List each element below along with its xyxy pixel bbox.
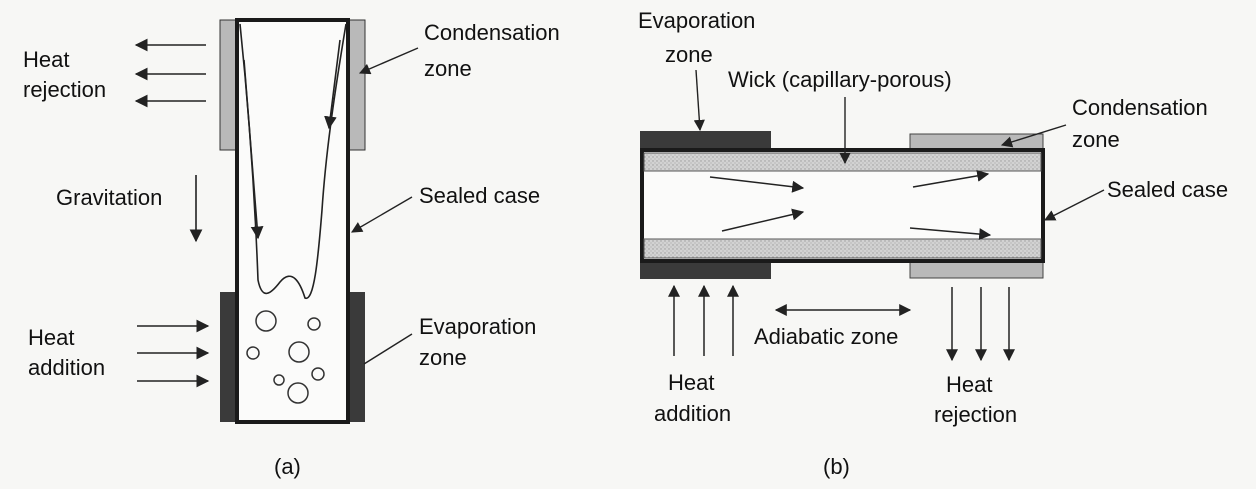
condensation-leader-a xyxy=(358,47,419,75)
vapor-bubbles xyxy=(246,310,325,404)
heat-addition-label-b-2: addition xyxy=(654,401,731,426)
caption-b: (b) xyxy=(823,454,850,479)
condensation-leader-b xyxy=(1000,124,1067,148)
evaporation-zone-label-a-2: zone xyxy=(419,345,467,370)
evaporation-block-left xyxy=(220,292,237,422)
sealed-case-leader-a xyxy=(351,196,413,233)
evaporation-block-bottom xyxy=(640,260,771,279)
evaporation-leader-a xyxy=(363,333,413,365)
caption-a: (a) xyxy=(274,454,301,479)
heat-rejection-label-b-1: Heat xyxy=(946,372,992,397)
condensate-arrow-right xyxy=(324,39,341,130)
heat-addition-label-a-2: addition xyxy=(28,355,105,380)
sealed-case-label-a: Sealed case xyxy=(419,183,540,208)
heat-rejection-label-a-2: rejection xyxy=(23,77,106,102)
condensation-zone-label-a-2: zone xyxy=(424,56,472,81)
evaporation-leader-b xyxy=(693,69,705,132)
heat-addition-label-a-1: Heat xyxy=(28,325,74,350)
adiabatic-zone-label: Adiabatic zone xyxy=(754,324,898,349)
evaporation-block-right xyxy=(348,292,365,422)
condensation-zone-label-b-2: zone xyxy=(1072,127,1120,152)
evaporation-zone-label-a-1: Evaporation xyxy=(419,314,536,339)
evaporation-block-top xyxy=(640,131,771,151)
evaporation-zone-label-b-1: Evaporation xyxy=(638,8,755,33)
wick-bottom xyxy=(643,238,1042,259)
wick-label: Wick (capillary-porous) xyxy=(728,67,952,92)
heat-addition-arrows xyxy=(137,319,210,388)
evaporation-zone-label-b-2: zone xyxy=(665,42,713,67)
panel-b: Evaporation zone Wick (capillary-porous)… xyxy=(638,8,1228,479)
sealed-case-leader-b xyxy=(1044,189,1105,221)
condensation-zone-label-b-1: Condensation xyxy=(1072,95,1208,120)
panel-a: Heat rejection Condensation zone Gravita… xyxy=(23,18,560,479)
condensation-block-left xyxy=(219,19,238,151)
condensation-zone-label-a-1: Condensation xyxy=(424,20,560,45)
condensation-block-right xyxy=(347,19,366,151)
gravitation-label: Gravitation xyxy=(56,185,162,210)
heat-rejection-label-a-1: Heat xyxy=(23,47,69,72)
heat-rejection-arrows-b xyxy=(946,287,1015,362)
heat-addition-label-b-1: Heat xyxy=(668,370,714,395)
condensate-arrow-left xyxy=(243,59,264,240)
vapor-flow-arrows xyxy=(709,169,992,241)
heat-addition-arrows-b xyxy=(668,284,739,356)
sealed-case-label-b: Sealed case xyxy=(1107,177,1228,202)
wick-top xyxy=(643,152,1042,172)
heat-rejection-label-b-2: rejection xyxy=(934,402,1017,427)
heat-rejection-arrows xyxy=(134,38,206,108)
sealed-case-tube xyxy=(235,18,350,424)
